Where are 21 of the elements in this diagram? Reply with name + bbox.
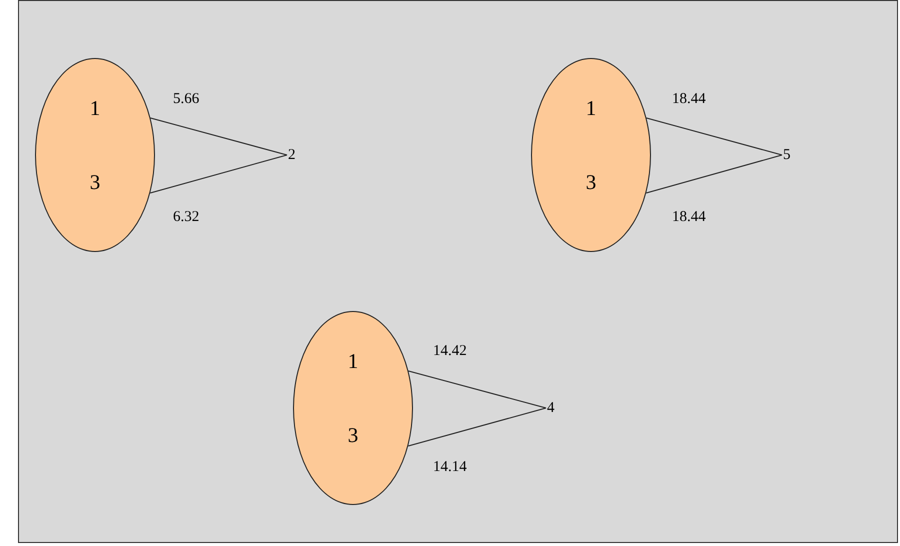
edge-label: 14.14 (433, 458, 467, 476)
connector-line (408, 408, 546, 446)
edge-label: 14.42 (433, 342, 467, 360)
point-label: 2 (288, 146, 296, 164)
connector-line (646, 118, 782, 156)
node-label: 3 (584, 170, 598, 194)
point-label: 4 (547, 399, 554, 417)
edge-label: 18.44 (672, 90, 706, 108)
node-label: 1 (346, 349, 360, 373)
node-label: 3 (88, 170, 102, 194)
edge-label: 5.66 (173, 90, 200, 108)
node-label: 1 (88, 96, 102, 120)
connector-line (150, 154, 288, 194)
point-label: 5 (783, 146, 790, 164)
connector-line (408, 370, 546, 408)
edge-label: 6.32 (173, 208, 200, 226)
connector-line (646, 154, 782, 194)
connector-line (150, 118, 288, 156)
node-label: 3 (346, 423, 360, 447)
node-label: 1 (584, 96, 598, 120)
edge-label: 18.44 (672, 208, 706, 226)
